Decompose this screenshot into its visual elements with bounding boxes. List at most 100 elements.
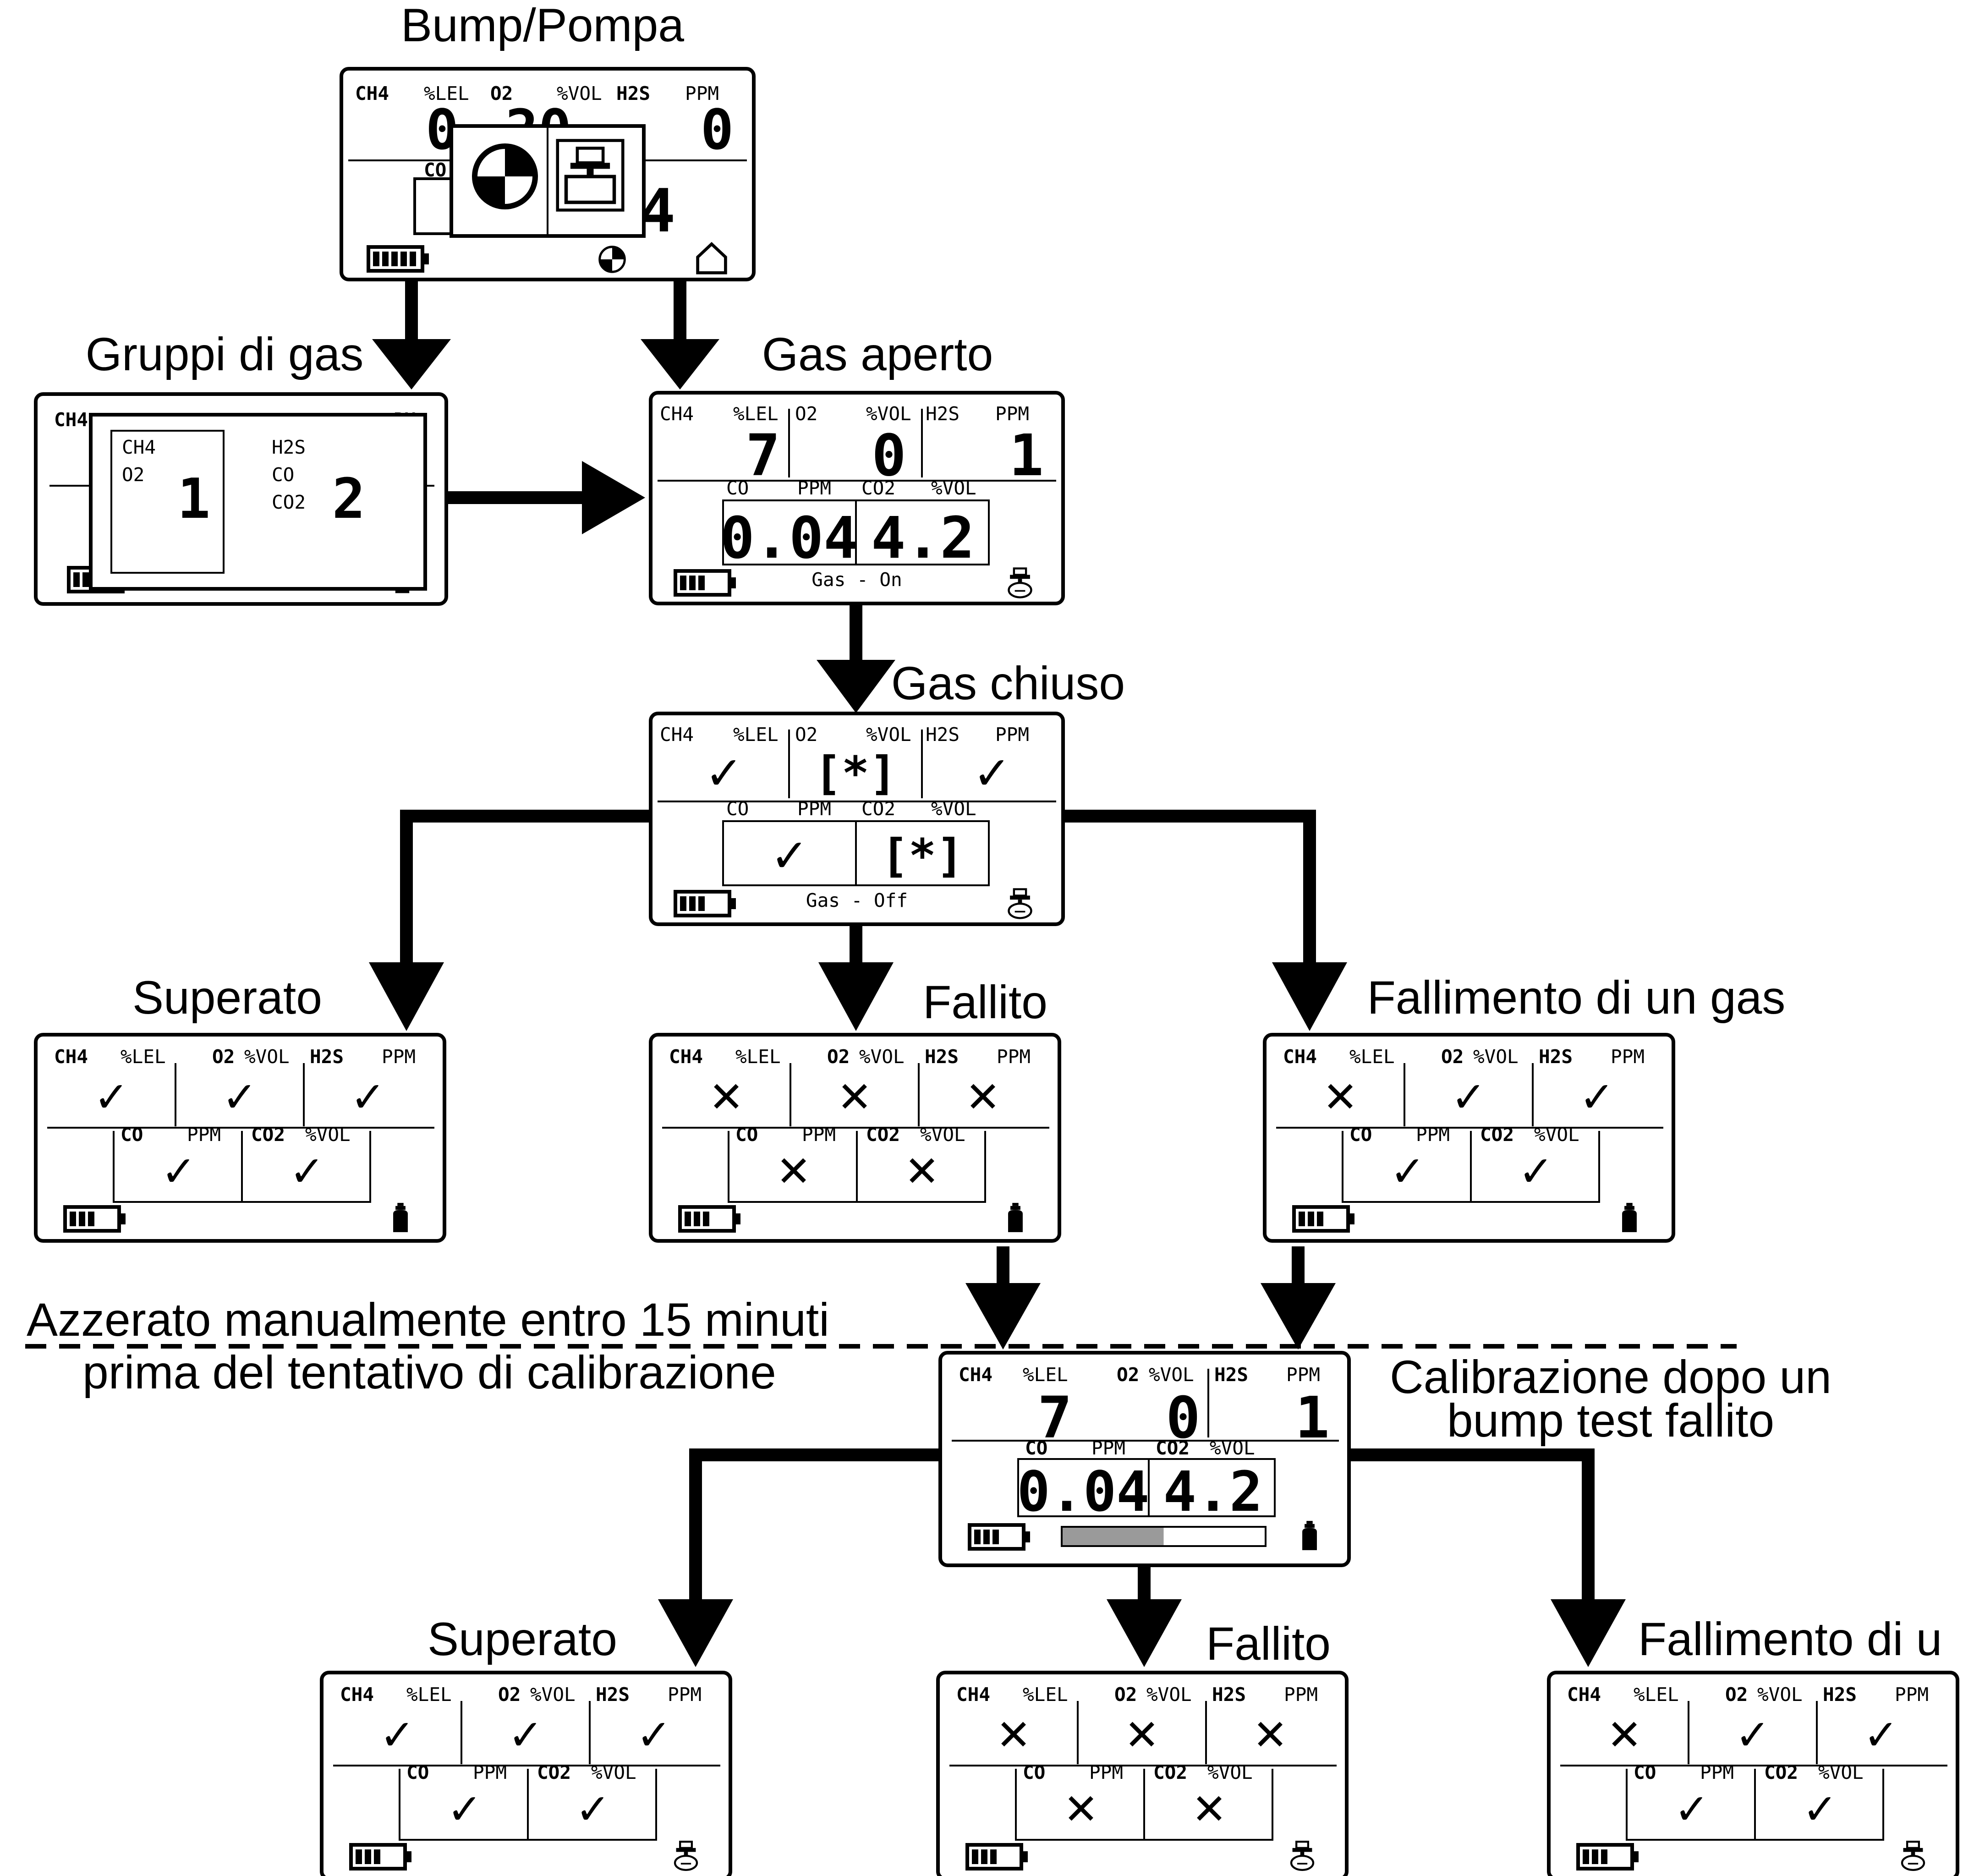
header-ppm: PPM xyxy=(997,1046,1031,1068)
header-vol: %VOL xyxy=(859,1046,905,1068)
pump-icon xyxy=(558,141,623,210)
header-o2: O2 xyxy=(490,82,513,104)
label-fallimento-1: Fallimento di un gas xyxy=(1367,971,1786,1024)
header-vol: %VOL xyxy=(1149,1364,1194,1386)
screen-gruppi-di-gas: CH4 PM 0 CH4 O2 1 H2S CO CO2 2 xyxy=(34,392,448,606)
header-vol: %VOL xyxy=(557,82,602,104)
group-1-box xyxy=(110,430,225,574)
label-azzerato-line2: prima del tentativo di calibrazione xyxy=(82,1346,776,1399)
header-ppm: PPM xyxy=(1895,1684,1929,1706)
mark-ch4-pass: ✓ xyxy=(379,1711,415,1760)
mark-co2-fail: ✕ xyxy=(1191,1785,1227,1834)
header-co2: CO2 xyxy=(537,1761,571,1783)
header-ppm: PPM xyxy=(995,724,1029,746)
header-co2-vol: %VOL xyxy=(305,1124,351,1146)
mark-h2s-fail: ✕ xyxy=(1252,1711,1288,1760)
header-lel: %LEL xyxy=(733,403,779,425)
mark-ch4-fail: ✕ xyxy=(1322,1073,1358,1122)
header-co2-vol: %VOL xyxy=(931,798,976,820)
header-h2s: H2S xyxy=(925,1046,959,1068)
header-co2: CO2 xyxy=(1764,1761,1798,1783)
mark-h2s-pass: ✓ xyxy=(636,1711,671,1760)
mark-ch4-pass: ✓ xyxy=(93,1073,129,1122)
header-ch4: CH4 xyxy=(1567,1684,1601,1706)
mark-co-pass: ✓ xyxy=(161,1147,196,1196)
header-o2: O2 xyxy=(795,403,817,425)
mark-o2-pass: ✓ xyxy=(1735,1711,1770,1760)
header-co-ppm: PPM xyxy=(797,798,831,820)
value-co2: 4.2 xyxy=(871,505,975,571)
label-gruppi-di-gas: Gruppi di gas xyxy=(86,328,364,380)
mark-ch4-fail: ✕ xyxy=(708,1073,744,1122)
partial-label: CH4 xyxy=(54,409,88,431)
battery-icon xyxy=(1578,1845,1639,1869)
value-ch4: 7 xyxy=(746,422,780,489)
value-o2: 0 xyxy=(872,422,906,489)
header-o2: O2 xyxy=(1117,1364,1139,1386)
label-gas-aperto: Gas aperto xyxy=(762,328,993,380)
header-h2s: H2S xyxy=(926,724,960,746)
header-lel: %LEL xyxy=(733,724,779,746)
header-co-ppm: PPM xyxy=(802,1124,836,1146)
header-co-ppm: PPM xyxy=(797,477,831,499)
group2-gas-2: CO xyxy=(272,464,294,486)
progress-fill xyxy=(1063,1528,1164,1545)
header-ch4: CH4 xyxy=(669,1046,703,1068)
label-fallito-1: Fallito xyxy=(923,976,1047,1028)
target-icon xyxy=(475,146,535,207)
header-vol: %VOL xyxy=(244,1046,290,1068)
header-lel: %LEL xyxy=(121,1046,166,1068)
header-vol: %VOL xyxy=(1757,1684,1803,1706)
header-co: CO xyxy=(406,1761,429,1783)
header-ppm: PPM xyxy=(995,403,1029,425)
mark-co2-pass: ✓ xyxy=(575,1785,610,1834)
header-o2: O2 xyxy=(1725,1684,1748,1706)
label-superato-2: Superato xyxy=(428,1613,617,1665)
status-text: Gas - Off xyxy=(806,889,908,911)
battery-icon xyxy=(675,892,736,916)
value-h2s: 0 xyxy=(701,99,734,162)
value-h2s: 1 xyxy=(1009,422,1043,489)
header-ch4: CH4 xyxy=(340,1684,374,1706)
label-fallito-2: Fallito xyxy=(1206,1618,1331,1670)
mark-o2-fail: ✕ xyxy=(1124,1711,1159,1760)
header-co2: CO2 xyxy=(861,477,895,499)
arrows xyxy=(369,280,1626,1667)
header-h2s: H2S xyxy=(596,1684,630,1706)
header-o2: O2 xyxy=(498,1684,521,1706)
header-ppm: PPM xyxy=(1286,1364,1320,1386)
header-vol: %VOL xyxy=(1473,1046,1519,1068)
label-calibrazione-line1: Calibrazione dopo un xyxy=(1390,1351,1831,1403)
mark-ch4-fail: ✕ xyxy=(1607,1711,1642,1760)
mark-h2s: ✓ xyxy=(973,746,1011,800)
header-lel: %LEL xyxy=(1023,1684,1068,1706)
header-ch4: CH4 xyxy=(660,403,694,425)
group2-gas-1: H2S xyxy=(272,436,306,458)
header-co: CO xyxy=(1349,1124,1372,1146)
mark-ch4: ✓ xyxy=(705,746,743,800)
value-co: 0.04 xyxy=(1017,1460,1150,1524)
header-co: CO xyxy=(726,477,749,499)
step-labels: Bump/Pompa Gruppi di gas Gas aperto Gas … xyxy=(27,0,1942,1670)
header-vol: %VOL xyxy=(866,403,911,425)
header-co2-vol: %VOL xyxy=(1818,1761,1864,1783)
mark-co: ✓ xyxy=(770,829,809,883)
header-ch4: CH4 xyxy=(54,1046,88,1068)
value-co2: 4.2 xyxy=(1163,1460,1263,1524)
battery-icon xyxy=(967,1845,1028,1869)
header-co2-vol: %VOL xyxy=(591,1761,636,1783)
screen-calibrazione: CH4 %LEL O2 %VOL H2S PPM 7 0 1 CO PPM CO… xyxy=(938,1351,1351,1567)
header-co: CO xyxy=(735,1124,758,1146)
label-superato-1: Superato xyxy=(132,971,322,1024)
mark-co2-pass: ✓ xyxy=(1518,1147,1553,1196)
header-ppm: PPM xyxy=(685,82,719,104)
battery-icon xyxy=(351,1845,411,1869)
bump-status-icon xyxy=(600,247,625,272)
battery-icon xyxy=(970,1525,1030,1549)
header-lel: %LEL xyxy=(424,82,469,104)
header-lel: %LEL xyxy=(1349,1046,1395,1068)
screen-bump-pompa: CH4 %LEL O2 %VOL H2S PPM 0 20 0 CO 4 xyxy=(340,67,756,281)
header-co2: CO2 xyxy=(861,798,895,820)
